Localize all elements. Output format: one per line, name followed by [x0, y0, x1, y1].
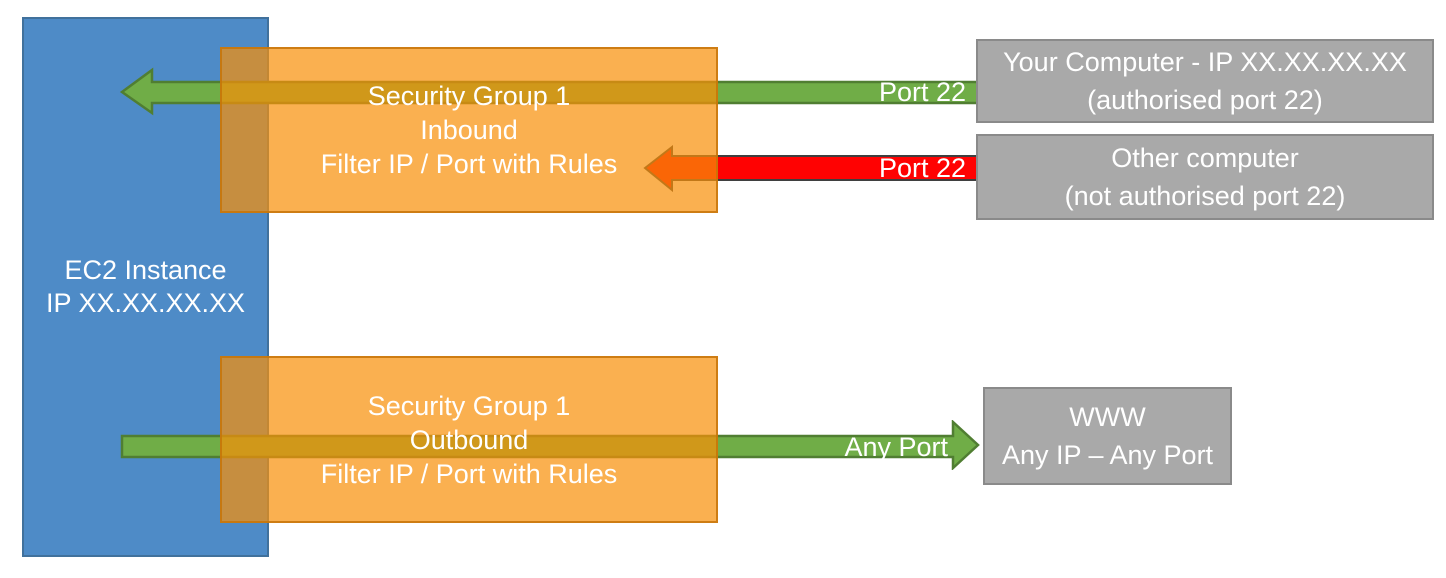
www-title: WWW	[1069, 402, 1146, 432]
security-group-inbound-direction: Inbound	[420, 115, 518, 145]
your-computer-status: (authorised port 22)	[1087, 85, 1323, 115]
inbound-allowed-port-label: Port 22	[878, 77, 966, 107]
security-group-outbound-title: Security Group 1	[367, 390, 571, 421]
ec2-instance-name: EC2 Instance	[64, 255, 227, 285]
your-computer-title: Your Computer - IP XX.XX.XX.XX	[1003, 47, 1407, 77]
security-group-outbound-direction: Outbound	[409, 424, 529, 455]
other-computer-status: (not authorised port 22)	[1064, 181, 1346, 211]
security-group-inbound-box: Security Group 1 Inbound Filter IP / Por…	[220, 47, 718, 213]
inbound-denied-port-label: Port 22	[878, 153, 966, 183]
security-group-outbound-description: Filter IP / Port with Rules	[320, 458, 618, 489]
www-scope: Any IP – Any Port	[1001, 440, 1214, 470]
security-group-inbound-description: Filter IP / Port with Rules	[320, 149, 618, 179]
www-box: WWW Any IP – Any Port	[983, 387, 1232, 485]
security-group-inbound-title: Security Group 1	[367, 81, 571, 111]
other-computer-title: Other computer	[1111, 143, 1299, 173]
your-computer-box: Your Computer - IP XX.XX.XX.XX (authoris…	[976, 39, 1434, 123]
outbound-port-label: Any Port	[844, 432, 948, 462]
security-group-outbound-box: Security Group 1 Outbound Filter IP / Po…	[220, 356, 718, 523]
ec2-instance-ip: IP XX.XX.XX.XX	[45, 288, 246, 318]
other-computer-box: Other computer (not authorised port 22)	[976, 134, 1434, 220]
